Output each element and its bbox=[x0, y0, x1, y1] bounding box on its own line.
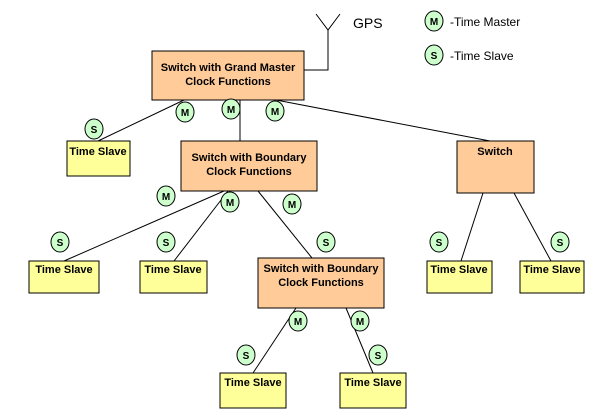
badge-slave-b1-mid-s: S bbox=[156, 231, 176, 253]
badge-b1-m1: M bbox=[156, 185, 176, 207]
slave-b1-left-label: Time Slave bbox=[35, 264, 92, 276]
slave-b2-left-box bbox=[219, 372, 287, 409]
slave-b2-right-box bbox=[339, 372, 407, 409]
badge-gm-m3-text: M bbox=[271, 107, 279, 118]
boundary2-label-line2: Clock Functions bbox=[278, 277, 364, 289]
gps-cable bbox=[304, 30, 329, 71]
grandmaster-label-line2: Clock Functions bbox=[185, 76, 271, 88]
boundary1-label-line1: Switch with Boundary bbox=[192, 152, 308, 164]
slave-b1-mid-box bbox=[139, 260, 208, 294]
slave-sw-left-label: Time Slave bbox=[430, 264, 487, 276]
node-slave-b2-left: Time Slave bbox=[219, 372, 287, 409]
link-b1-slave-left bbox=[63, 190, 225, 262]
node-switch: Switch bbox=[456, 140, 535, 194]
link-b1-slave-mid bbox=[173, 190, 229, 262]
slave-b1-mid-label: Time Slave bbox=[144, 264, 201, 276]
badge-slave-b2-right-s-text: S bbox=[375, 351, 382, 362]
node-slave-b1-mid: Time Slave bbox=[139, 260, 208, 294]
slave-sw-right-label: Time Slave bbox=[523, 264, 580, 276]
link-gm-switch bbox=[275, 99, 491, 142]
badge-b2-s-text: S bbox=[323, 238, 330, 249]
badge-slave-b1-left-s-text: S bbox=[57, 238, 64, 249]
switch-box bbox=[456, 140, 535, 194]
badge-slave-top-s: S bbox=[84, 118, 104, 140]
slave-b2-left-label: Time Slave bbox=[224, 377, 281, 389]
gps-label: GPS bbox=[353, 15, 383, 31]
legend-slave-badge bbox=[424, 44, 444, 66]
badge-b2-m2: M bbox=[350, 310, 370, 332]
badge-slave-b1-mid-s-text: S bbox=[163, 238, 170, 249]
slave-top-box bbox=[66, 140, 131, 177]
gps-antenna bbox=[315, 13, 341, 31]
legend-master-badge bbox=[424, 10, 444, 32]
boundary1-label-line2: Clock Functions bbox=[206, 166, 292, 178]
node-slave-sw-left: Time Slave bbox=[426, 260, 493, 294]
badge-slave-b2-left-s: S bbox=[236, 344, 256, 366]
badge-slave-top-s-text: S bbox=[91, 125, 98, 136]
switch-label: Switch bbox=[477, 146, 513, 158]
node-slave-sw-right: Time Slave bbox=[519, 260, 585, 294]
link-b2-slave-right bbox=[345, 307, 374, 374]
slave-top-label: Time Slave bbox=[69, 146, 126, 158]
node-slave-top: Time Slave bbox=[66, 140, 131, 177]
legend-master-label: -Time Master bbox=[450, 15, 520, 29]
legend-slave-symbol: S bbox=[431, 51, 438, 62]
boundary2-label-line1: Switch with Boundary bbox=[264, 263, 380, 275]
boundary2-box bbox=[257, 257, 385, 309]
badge-slave-b2-left-s-text: S bbox=[243, 351, 250, 362]
badge-gm-m3: M bbox=[265, 100, 285, 122]
node-boundary2: Switch with Boundary Clock Functions bbox=[257, 257, 385, 309]
legend: GPS M -Time Master S -Time Slave bbox=[353, 10, 520, 66]
slave-b1-left-box bbox=[28, 260, 100, 294]
badge-b1-m2: M bbox=[220, 191, 240, 213]
badge-b1-m3: M bbox=[282, 193, 302, 215]
badge-gm-m1: M bbox=[175, 101, 195, 123]
grandmaster-box bbox=[151, 50, 305, 101]
boundary1-box bbox=[180, 140, 318, 192]
link-sw-slave-left bbox=[460, 192, 484, 262]
node-boundary1: Switch with Boundary Clock Functions bbox=[180, 140, 318, 192]
badge-slave-sw-right-s-text: S bbox=[557, 238, 564, 249]
grandmaster-label-line1: Switch with Grand Master bbox=[161, 62, 296, 74]
node-grandmaster: Switch with Grand Master Clock Functions bbox=[151, 50, 305, 101]
badge-b2-s: S bbox=[316, 231, 336, 253]
badge-slave-sw-left-s-text: S bbox=[436, 238, 443, 249]
badge-b1-m3-text: M bbox=[288, 200, 296, 211]
badge-slave-b2-right-s: S bbox=[368, 344, 388, 366]
node-slave-b2-right: Time Slave bbox=[339, 372, 407, 409]
badge-b1-m1-text: M bbox=[162, 192, 170, 203]
slave-sw-right-box bbox=[519, 260, 585, 294]
slave-b2-right-label: Time Slave bbox=[344, 377, 401, 389]
badge-gm-m1-text: M bbox=[181, 108, 189, 119]
link-gm-slave-top bbox=[97, 99, 185, 142]
badge-b2-m1-text: M bbox=[294, 317, 302, 328]
badge-gm-m2-text: M bbox=[227, 105, 235, 116]
legend-master-symbol: M bbox=[430, 17, 438, 28]
badge-b1-m2-text: M bbox=[226, 198, 234, 209]
badge-gm-m2: M bbox=[221, 98, 241, 120]
badge-slave-sw-left-s: S bbox=[429, 231, 449, 253]
link-sw-slave-right bbox=[513, 192, 552, 262]
badge-slave-b1-left-s: S bbox=[50, 231, 70, 253]
node-slave-b1-left: Time Slave bbox=[28, 260, 100, 294]
legend-slave-label: -Time Slave bbox=[450, 49, 514, 63]
port-badges: M M M S M M M S bbox=[50, 98, 570, 366]
slave-sw-left-box bbox=[426, 260, 493, 294]
link-b1-boundary2 bbox=[257, 190, 313, 259]
badge-slave-sw-right-s: S bbox=[550, 231, 570, 253]
badge-b2-m2-text: M bbox=[356, 317, 364, 328]
badge-b2-m1: M bbox=[288, 310, 308, 332]
